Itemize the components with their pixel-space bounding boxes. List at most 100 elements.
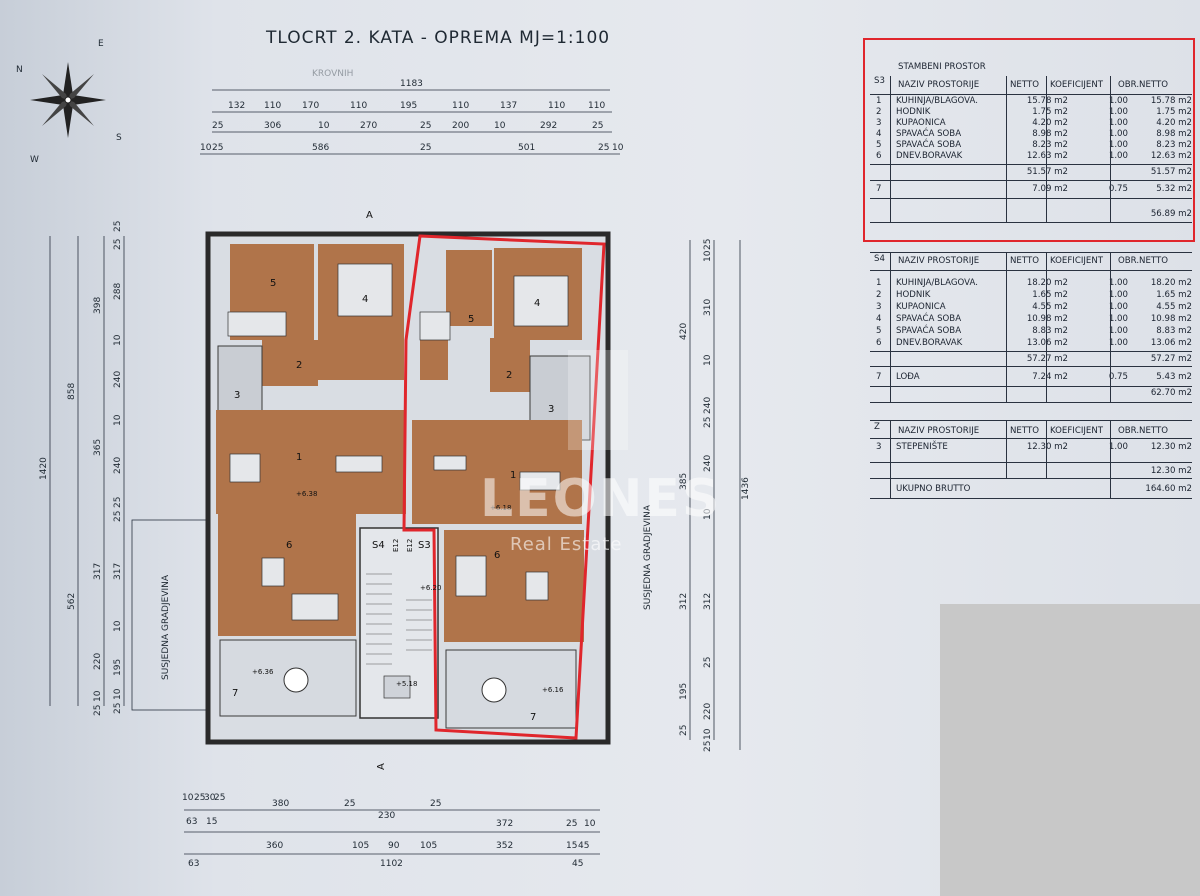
armchair-right xyxy=(525,571,549,601)
section-mark-top: A xyxy=(366,210,373,221)
s4-code: S4 xyxy=(874,254,885,264)
bottom-dimension-lines xyxy=(184,809,600,855)
svg-text:352: 352 xyxy=(496,841,513,851)
armchair-left xyxy=(261,557,285,587)
svg-text:240: 240 xyxy=(113,371,123,388)
svg-text:312: 312 xyxy=(703,593,713,610)
svg-text:10: 10 xyxy=(612,143,624,153)
dim-right-c: 25 10 310 10 240 25 240 10 312 25 220 10… xyxy=(703,239,713,752)
s3-col-netto: NETTO xyxy=(1010,80,1039,90)
svg-text:360: 360 xyxy=(266,841,283,851)
dining-table-right xyxy=(519,471,561,491)
s4-col-name: NAZIV PROSTORIJE xyxy=(898,256,980,266)
s3-code: S3 xyxy=(874,76,885,86)
svg-text:25: 25 xyxy=(113,511,123,522)
stair-label-s4: S4 xyxy=(372,540,385,551)
watermark-logo: LEONES Real Estate xyxy=(480,350,719,555)
svg-text:110: 110 xyxy=(452,101,469,111)
compass-e: E xyxy=(98,39,104,49)
dining-table-left xyxy=(335,455,383,473)
svg-text:6: 6 xyxy=(494,550,500,561)
s3-col-name: NAZIV PROSTORIJE xyxy=(898,80,980,90)
svg-text:200: 200 xyxy=(452,121,469,131)
z-col-netto: NETTO xyxy=(1010,426,1039,436)
svg-text:Real Estate: Real Estate xyxy=(510,534,623,555)
svg-text:3: 3 xyxy=(548,404,554,415)
svg-text:4: 4 xyxy=(362,294,368,305)
sofa-left xyxy=(291,593,339,621)
dim-top-row2: 132 110 170 110 195 110 137 110 110 xyxy=(228,101,605,111)
svg-text:10: 10 xyxy=(703,250,713,262)
roof-label: KROVNIH xyxy=(312,69,353,79)
svg-text:270: 270 xyxy=(360,121,377,131)
svg-text:317: 317 xyxy=(113,563,123,580)
dim-left-d: 25 25 288 10 240 10 240 25 25 317 10 195… xyxy=(113,221,123,714)
svg-text:25: 25 xyxy=(93,705,103,716)
svg-text:292: 292 xyxy=(540,121,557,131)
sofa-right xyxy=(455,555,487,597)
svg-text:+6.20: +6.20 xyxy=(420,584,441,592)
dim-left-b0: 858 xyxy=(67,383,77,400)
svg-text:317: 317 xyxy=(93,563,103,580)
level-marks: +6.38 +6.18 +6.20 +6.36 +6.16 +5.18 xyxy=(252,490,564,694)
svg-text:132: 132 xyxy=(228,101,245,111)
compass-w: W xyxy=(30,155,39,165)
svg-text:15: 15 xyxy=(206,817,217,827)
dim-top-row4: 10 25 586 25 501 25 10 xyxy=(200,143,624,153)
svg-text:137: 137 xyxy=(500,101,517,111)
terrace-table-right xyxy=(481,677,507,703)
s3-heading: STAMBENI PROSTOR xyxy=(898,62,986,72)
svg-text:25: 25 xyxy=(113,703,123,714)
s3-table-highlight xyxy=(863,38,1195,242)
svg-text:90: 90 xyxy=(388,841,400,851)
svg-text:1: 1 xyxy=(296,452,302,463)
room-7-right xyxy=(445,649,577,729)
svg-text:110: 110 xyxy=(264,101,281,111)
table-right xyxy=(433,455,467,471)
svg-text:385: 385 xyxy=(679,473,689,490)
svg-text:195: 195 xyxy=(679,683,689,700)
svg-text:25: 25 xyxy=(420,121,431,131)
table-left xyxy=(229,453,261,483)
room-numbers-right: 5 4 2 3 1 6 7 xyxy=(468,298,554,723)
svg-text:25: 25 xyxy=(344,799,355,809)
svg-text:195: 195 xyxy=(400,101,417,111)
svg-text:240: 240 xyxy=(113,457,123,474)
svg-text:10: 10 xyxy=(703,508,713,520)
svg-text:30: 30 xyxy=(204,793,216,803)
compass-s: S xyxy=(116,133,122,143)
dim-right-b: 420 385 312 195 25 xyxy=(679,323,689,736)
z-col-koef: KOEFICIJENT xyxy=(1050,426,1104,436)
svg-text:10: 10 xyxy=(584,819,596,829)
svg-text:586: 586 xyxy=(312,143,329,153)
svg-text:4: 4 xyxy=(534,298,540,309)
svg-text:25: 25 xyxy=(430,799,441,809)
svg-text:310: 310 xyxy=(703,299,713,316)
svg-text:25: 25 xyxy=(212,121,223,131)
svg-text:10: 10 xyxy=(113,334,123,346)
stair-label-s3: S3 xyxy=(418,540,431,551)
s3-total: 56.89 m2 xyxy=(1150,209,1192,219)
blank-corner xyxy=(940,604,1200,896)
svg-text:25: 25 xyxy=(703,657,713,668)
s4-col-koef: KOEFICIJENT xyxy=(1050,256,1104,266)
svg-text:25: 25 xyxy=(113,221,123,232)
bed-right-5 xyxy=(419,311,451,341)
svg-text:501: 501 xyxy=(518,143,535,153)
svg-text:110: 110 xyxy=(350,101,367,111)
apartment-s3 xyxy=(412,248,591,729)
page-title: TLOCRT 2. KATA - OPREMA MJ=1:100 xyxy=(266,28,611,48)
svg-text:170: 170 xyxy=(302,101,319,111)
svg-text:10: 10 xyxy=(182,793,194,803)
svg-text:6: 6 xyxy=(286,540,292,551)
bed-right-4 xyxy=(513,275,569,327)
svg-text:25: 25 xyxy=(703,741,713,752)
s3-col-obr: OBR.NETTO xyxy=(1118,80,1169,90)
